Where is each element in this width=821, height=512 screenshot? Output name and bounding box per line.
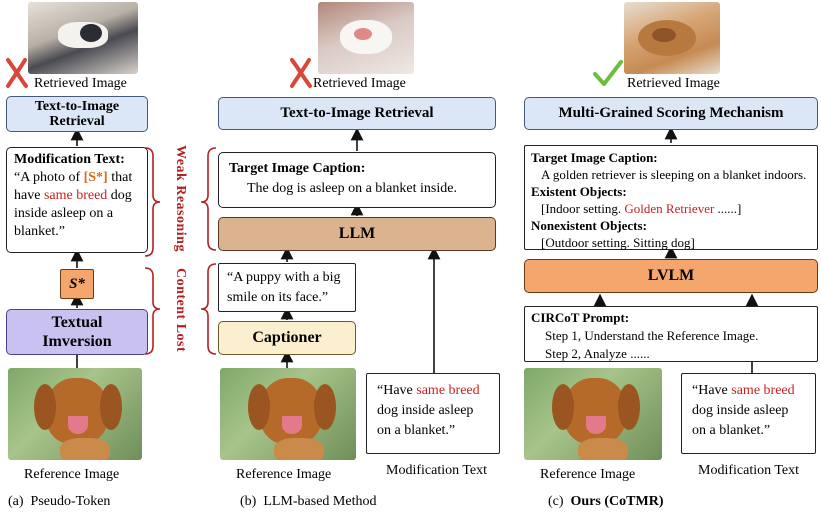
scoring-mechanism-box: Multi-Grained Scoring Mechanism bbox=[524, 97, 818, 130]
reference-label-a: Reference Image bbox=[24, 467, 120, 482]
nonexistent-text: [Outdoor setting. Sitting dog] bbox=[541, 235, 695, 250]
mod-label-c: Modification Text bbox=[698, 463, 800, 478]
mod-red-b: same breed bbox=[416, 383, 480, 398]
retrieval-box-a: Text-to-Image Retrieval bbox=[6, 96, 148, 132]
nonexistent-title: Nonexistent Objects: bbox=[531, 218, 647, 233]
target-title-b: Target Image Caption: bbox=[229, 161, 366, 176]
retrieved-label-c: Retrieved Image bbox=[627, 76, 720, 91]
retrieval-box-b-label: Text-to-Image Retrieval bbox=[280, 105, 434, 121]
lvlm-box: LVLM bbox=[524, 259, 818, 293]
retrieved-image-b bbox=[318, 2, 414, 74]
textual-inversion-label: Textual Imversion bbox=[42, 314, 112, 350]
reference-label-b: Reference Image bbox=[236, 467, 332, 482]
mod-label-b: Modification Text bbox=[386, 463, 488, 478]
lvlm-output-box: Target Image Caption: A golden retriever… bbox=[524, 145, 818, 250]
prompt-title: CIRCoT Prompt: bbox=[531, 310, 630, 325]
pseudo-token-box: S* bbox=[60, 269, 94, 299]
retrieved-image-a bbox=[28, 2, 138, 74]
mod-body-a: “A photo of [S*] that have same breed do… bbox=[14, 170, 133, 239]
reference-image-c bbox=[524, 368, 662, 460]
retrieval-box-a-label: Text-to-Image Retrieval bbox=[34, 99, 120, 129]
lvlm-label: LVLM bbox=[647, 267, 695, 284]
cross-icon-b bbox=[290, 58, 312, 88]
caption-output-text: “A puppy with a big smile on its face.” bbox=[227, 270, 341, 305]
mod-title-a: Modification Text: bbox=[14, 152, 125, 167]
check-icon-c bbox=[593, 60, 623, 86]
retrieved-label-a: Retrieved Image bbox=[34, 76, 127, 91]
reference-image-b bbox=[220, 368, 356, 460]
retrieved-label-b: Retrieved Image bbox=[313, 76, 406, 91]
modification-text-box-a: Modification Text: “A photo of [S*] that… bbox=[6, 147, 148, 253]
target-caption-box-b: Target Image Caption: The dog is asleep … bbox=[218, 152, 496, 208]
reference-image-a bbox=[8, 368, 142, 460]
prompt-step2: Step 2, Analyze ...... bbox=[545, 346, 650, 361]
existent-title: Existent Objects: bbox=[531, 184, 627, 199]
mod-red-a: same breed bbox=[43, 188, 108, 203]
retrieval-box-b: Text-to-Image Retrieval bbox=[218, 97, 496, 130]
footer-c-bold: Ours (CoTMR) bbox=[570, 494, 664, 509]
modification-text-box-c: “Have same breed dog inside asleep on a … bbox=[681, 373, 816, 454]
llm-box: LLM bbox=[218, 217, 496, 251]
captioner-label: Captioner bbox=[252, 329, 322, 346]
footer-b: (b) LLM-based Method bbox=[240, 494, 377, 509]
footer-a: (a) Pseudo-Token bbox=[8, 494, 111, 509]
content-lost-label: Content Lost bbox=[173, 268, 188, 353]
prompt-step1: Step 1, Understand the Reference Image. bbox=[545, 328, 759, 343]
scoring-mechanism-label: Multi-Grained Scoring Mechanism bbox=[558, 105, 784, 121]
existent-red: Golden Retriever bbox=[624, 201, 715, 216]
footer-c: (c) Ours (CoTMR) bbox=[548, 494, 664, 509]
textual-inversion-box: Textual Imversion bbox=[6, 309, 148, 355]
pseudo-token-ref: [S*] bbox=[83, 170, 108, 185]
retrieved-image-c bbox=[624, 2, 720, 74]
target-text-b: The dog is asleep on a blanket inside. bbox=[247, 181, 457, 196]
target-title-c: Target Image Caption: bbox=[531, 150, 658, 165]
captioner-box: Captioner bbox=[218, 321, 356, 355]
existent-text: [Indoor setting. Golden Retriever ......… bbox=[541, 201, 742, 216]
pseudo-token-label: S* bbox=[69, 275, 85, 292]
target-text-c: A golden retriever is sleeping on a blan… bbox=[541, 167, 807, 182]
modification-text-box-b: “Have same breed dog inside asleep on a … bbox=[366, 373, 500, 454]
cross-icon-a bbox=[6, 58, 28, 88]
weak-reasoning-label: Weak Reasoning bbox=[173, 145, 188, 252]
reference-label-c: Reference Image bbox=[540, 467, 636, 482]
mod-red-c: same breed bbox=[731, 383, 795, 398]
circot-prompt-box: CIRCoT Prompt: Step 1, Understand the Re… bbox=[524, 306, 818, 362]
caption-output-box: “A puppy with a big smile on its face.” bbox=[218, 263, 356, 312]
llm-label: LLM bbox=[338, 225, 376, 242]
